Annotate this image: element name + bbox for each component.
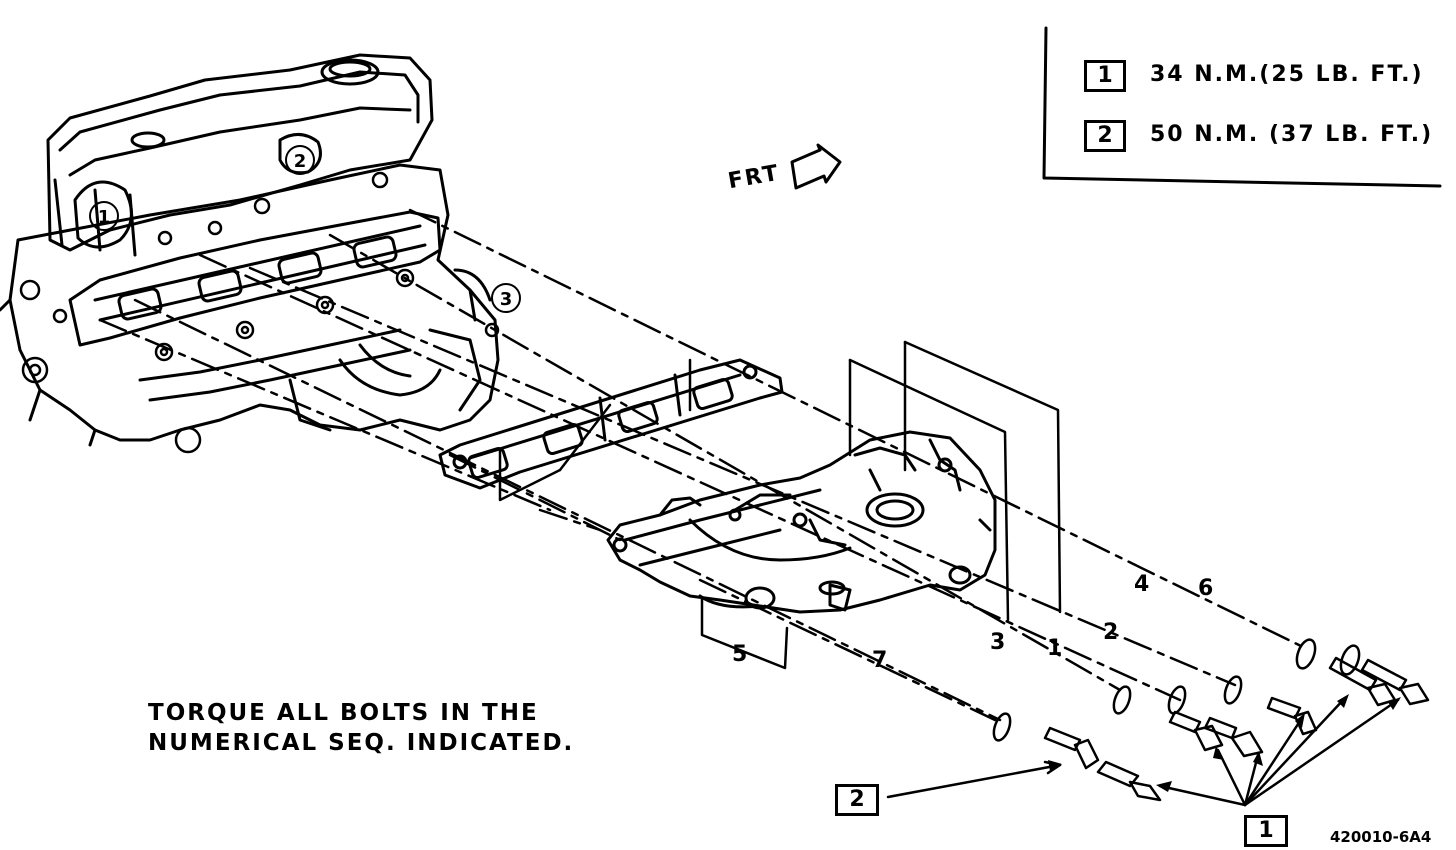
instruction-line-1: TORQUE ALL BOLTS IN THE [148, 700, 539, 726]
head-marker-2-label: 2 [294, 151, 307, 172]
sequence-number-4: 4 [1134, 572, 1150, 597]
instruction-line-2: NUMERICAL SEQ. INDICATED. [148, 730, 575, 756]
legend-item-1-text: 34 N.M.(25 LB. FT.) [1150, 62, 1424, 87]
torque-legend: 1 34 N.M.(25 LB. FT.) 2 50 N.M. (37 LB. … [1042, 26, 1442, 186]
sequence-number-6: 6 [1198, 576, 1214, 601]
legend-item-1-number: 1 [1084, 60, 1126, 92]
legend-frame [1042, 26, 1442, 188]
bolts-and-washers [992, 638, 1430, 802]
legend-item-2-text: 50 N.M. (37 LB. FT.) [1150, 122, 1434, 147]
manifold-gasket [438, 358, 784, 490]
front-arrow-icon [790, 143, 842, 190]
head-marker-3 [491, 283, 521, 313]
figure-code: 420010-6A4 [1330, 828, 1432, 846]
head-marker-2 [285, 145, 315, 175]
arrowheads [1048, 694, 1401, 792]
sequence-number-1: 1 [1047, 636, 1063, 661]
head-marker-3-label: 3 [500, 289, 513, 310]
sequence-number-2: 2 [1103, 620, 1119, 645]
sequence-brackets [498, 340, 1062, 670]
leader-arrows [886, 696, 1400, 807]
legend-item-2-number: 2 [1084, 120, 1126, 152]
engine-block [0, 53, 500, 454]
torque-callout-1: 1 [1244, 815, 1288, 847]
alignment-lines [98, 208, 1307, 722]
head-marker-1 [89, 201, 119, 231]
head-marker-1-label: 1 [98, 207, 111, 228]
sequence-number-7: 7 [872, 648, 888, 673]
sequence-number-3: 3 [990, 630, 1006, 655]
sequence-number-5: 5 [732, 642, 748, 667]
torque-callout-2: 2 [835, 784, 879, 816]
